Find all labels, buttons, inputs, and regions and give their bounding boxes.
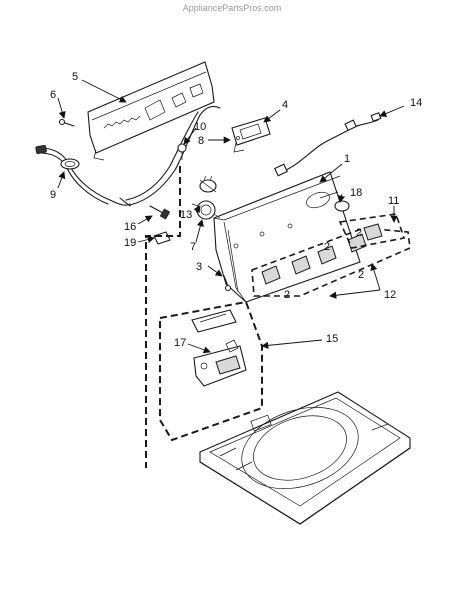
control-console <box>213 171 361 303</box>
grommet-part-10 <box>177 143 187 160</box>
callout-8: 8 <box>198 135 204 147</box>
callout-4: 4 <box>282 99 288 111</box>
callout-18: 18 <box>350 187 362 199</box>
callout-2-a: 2 <box>356 227 362 239</box>
callout-11: 11 <box>388 195 399 207</box>
callout-1: 1 <box>344 153 350 165</box>
screw-part-6 <box>58 118 75 127</box>
callout-17: 17 <box>174 337 186 349</box>
callout-labels: 5 6 4 14 10 8 1 9 18 11 13 16 7 19 2 2 2… <box>50 71 422 349</box>
callout-13: 13 <box>180 209 192 221</box>
callout-14: 14 <box>410 97 422 109</box>
sensor-part-16 <box>149 205 171 220</box>
knob-box-11 <box>338 213 406 249</box>
screw-part-3 <box>223 275 232 292</box>
switch-part-13 <box>199 175 217 193</box>
callout-16: 16 <box>124 221 136 233</box>
watermark: AppliancePartsPros.com <box>183 3 282 13</box>
power-cord <box>35 145 131 207</box>
routing-line <box>145 166 181 468</box>
callout-12: 12 <box>384 289 396 301</box>
callout-5: 5 <box>72 71 78 83</box>
internal-parts-box-15 <box>159 300 263 442</box>
callout-9: 9 <box>50 189 56 201</box>
rotary-selector-7 <box>191 200 221 220</box>
rear-console-panel <box>87 61 215 161</box>
wire-harness <box>125 105 221 206</box>
leader-lines <box>57 79 405 354</box>
callout-19: 19 <box>124 237 136 249</box>
wire-harness-14 <box>274 112 382 177</box>
callout-3: 3 <box>196 261 202 273</box>
callout-2-d: 2 <box>284 289 290 301</box>
control-bracket <box>231 117 271 153</box>
callout-2-c: 2 <box>358 269 364 281</box>
clip-part-19 <box>153 231 171 245</box>
callout-6: 6 <box>50 89 56 101</box>
callout-2-b: 2 <box>324 241 330 253</box>
callout-15: 15 <box>326 333 338 345</box>
top-panel <box>199 391 411 525</box>
callout-10: 10 <box>194 121 206 133</box>
callout-7: 7 <box>190 241 196 253</box>
